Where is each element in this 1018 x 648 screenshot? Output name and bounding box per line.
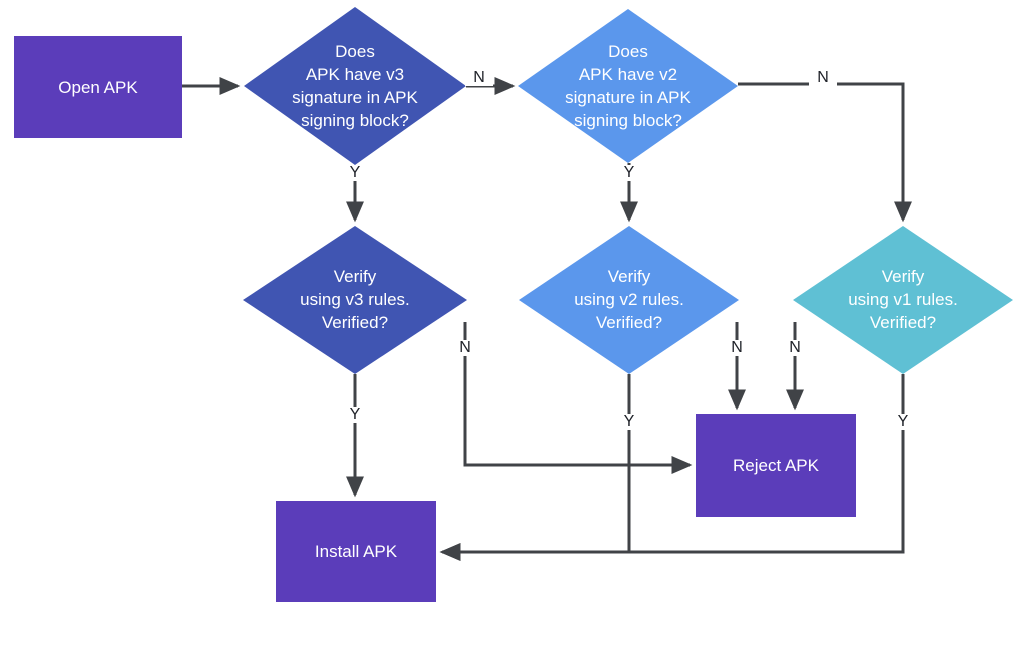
edge-q-v2-no	[738, 82, 913, 223]
node-shape-verify-v1[interactable]	[793, 226, 1013, 374]
edge-label-verify-v2-yes: Y	[615, 414, 643, 430]
edge-label-q-v3-yes: Y	[341, 165, 369, 181]
edge-label-verify-v1-yes: Y	[889, 414, 917, 430]
node-shape-install-apk[interactable]	[276, 501, 436, 602]
node-shape-q-v3[interactable]	[244, 7, 466, 165]
edge-label-verify-v3-yes: Y	[341, 407, 369, 423]
edge-label-verify-v2-no: N	[723, 340, 751, 356]
node-shape-open-apk[interactable]	[14, 36, 182, 138]
node-shape-verify-v2[interactable]	[519, 226, 739, 374]
edges-layer	[182, 76, 913, 562]
edge-label-q-v2-yes: Y	[615, 165, 643, 181]
edge-verify-v2-yes	[439, 374, 631, 562]
edge-label-q-v3-no: N	[465, 70, 493, 86]
node-shape-verify-v3[interactable]	[243, 226, 467, 374]
node-shape-reject-apk[interactable]	[696, 414, 856, 517]
edge-verify-v3-no	[463, 322, 693, 474]
nodes-layer	[14, 7, 1013, 602]
node-shape-q-v2[interactable]	[518, 9, 738, 163]
edge-verify-v1-yes	[439, 374, 905, 562]
edge-label-verify-v3-no: N	[451, 340, 479, 356]
edge-label-verify-v1-no: N	[781, 340, 809, 356]
edge-label-q-v2-no: N	[809, 70, 837, 86]
